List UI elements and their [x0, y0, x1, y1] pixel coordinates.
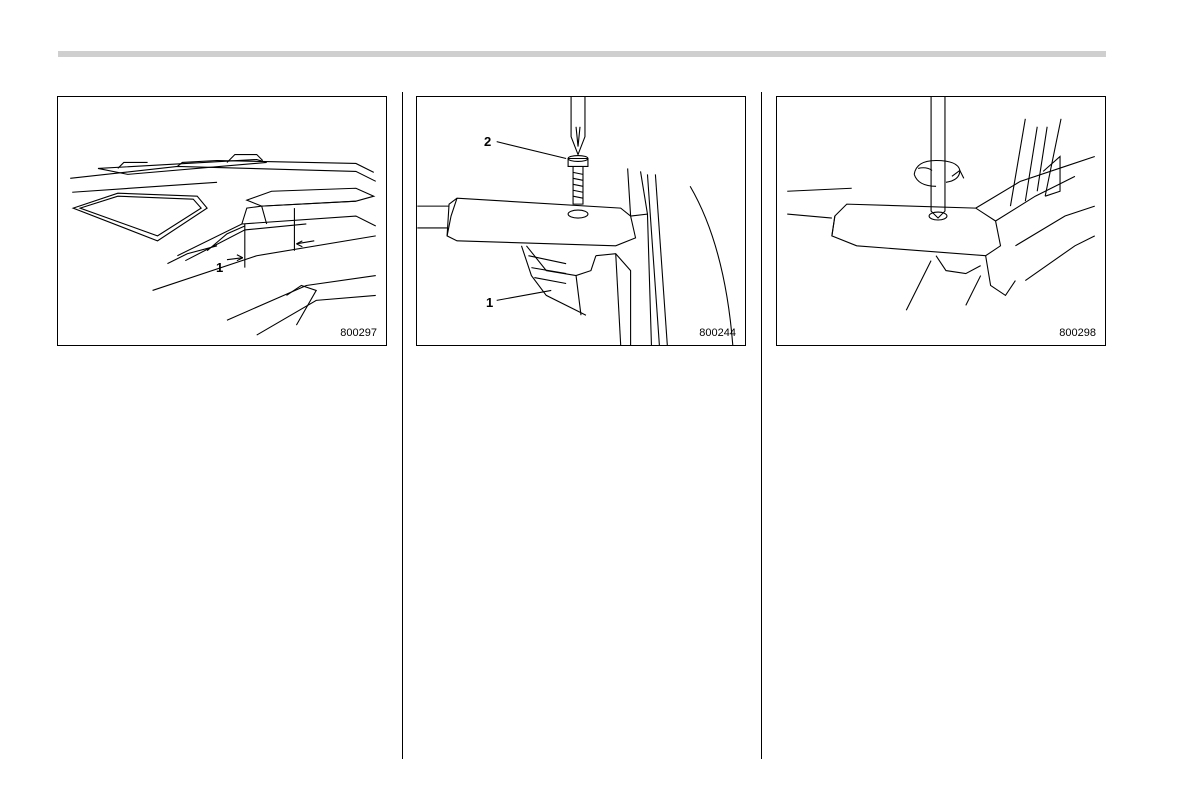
bolt-foot-illustration — [417, 97, 745, 345]
column-divider-right — [761, 92, 762, 759]
figure-bolt-tightening: 800298 — [776, 96, 1106, 346]
column-divider-left — [402, 92, 403, 759]
callout-label: 2 — [484, 134, 491, 149]
figure-crossbar-position: 1 800297 — [57, 96, 387, 346]
callout-label: 1 — [216, 260, 223, 275]
callout-label: 1 — [486, 295, 493, 310]
figure-code: 800298 — [1059, 327, 1096, 339]
roof-rail-illustration — [58, 97, 386, 345]
figure-bolt-installation: 2 1 800244 — [416, 96, 746, 346]
tightening-illustration — [777, 97, 1105, 345]
figure-code: 800244 — [699, 327, 736, 339]
header-rule — [58, 51, 1106, 57]
figure-code: 800297 — [340, 327, 377, 339]
